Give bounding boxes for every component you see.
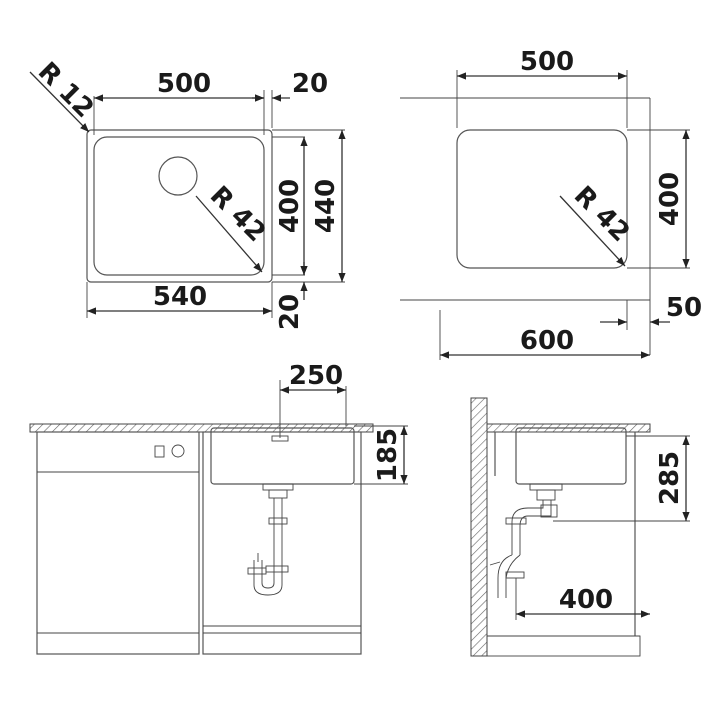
dim-label-corner-radius-bowl-left: R 42 <box>204 181 271 248</box>
plan-view-left: 500 20 R 12 R 42 400 440 540 20 <box>29 57 346 330</box>
drain-trap-side <box>489 483 563 598</box>
dim-label-inner-width: 500 <box>157 69 211 99</box>
side-view: 285 400 <box>470 397 690 657</box>
dim-label-corner-radius-bowl-right: R 42 <box>568 181 635 248</box>
radius-leader-r42-left <box>195 195 263 273</box>
dim-label-edge-offset: 50 <box>666 293 702 323</box>
sink-bowl-outline <box>93 136 265 276</box>
cabinet-plinth-side <box>486 635 641 657</box>
dim-label-cabinet-depth: 400 <box>559 585 613 615</box>
dim-label-rim-offset-bottom: 20 <box>275 294 305 330</box>
dishwasher-panel-square <box>154 445 165 458</box>
plan-view-right: 500 R 42 400 50 600 <box>400 47 702 360</box>
sink-bowl-side <box>515 427 627 485</box>
sink-outer-outline <box>86 129 273 283</box>
dim-label-bowl-depth-side: 285 <box>655 451 685 505</box>
sink-cabinet <box>202 431 362 655</box>
dishwasher-knob <box>171 444 185 458</box>
dim-label-inner-depth: 400 <box>275 179 305 233</box>
drain-hole <box>158 156 198 196</box>
dim-label-corner-radius-outer: R 12 <box>32 57 99 124</box>
dim-label-outer-width: 540 <box>153 282 207 312</box>
wall-section <box>470 397 488 657</box>
drain-trap-front <box>247 483 294 596</box>
radius-leader-r42-right <box>559 195 626 267</box>
radius-leader-r12 <box>29 71 90 133</box>
dim-label-bowl-width: 500 <box>520 47 574 77</box>
front-view: 250 185 <box>29 361 408 655</box>
dim-label-cabinet-width: 600 <box>520 326 574 356</box>
dim-label-drain-offset: 250 <box>289 361 343 391</box>
dim-label-bowl-depth-plan: 400 <box>655 172 685 226</box>
dim-label-rim-offset-right: 20 <box>292 69 328 99</box>
dim-label-bowl-depth-front: 185 <box>373 428 403 482</box>
dim-label-outer-depth: 440 <box>311 179 341 233</box>
countertop-front <box>29 423 374 433</box>
bowl-cutout-outline <box>456 129 628 269</box>
dishwasher-cabinet <box>36 431 200 655</box>
